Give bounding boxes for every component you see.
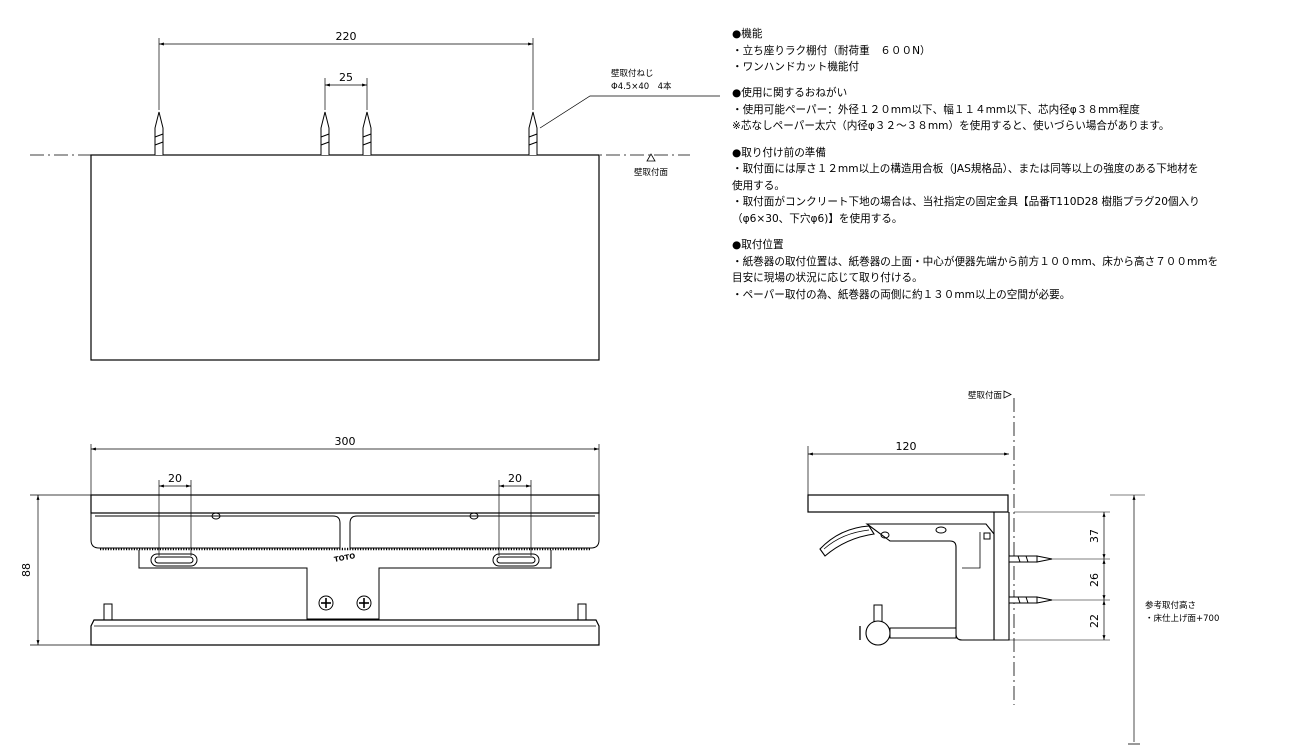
top-view-screw [528,111,538,155]
notes-line: ・使用可能ペーパー：外径１２０mm以下、幅１１４mm以下、芯内径φ３８mm程度 [732,103,1140,116]
wall-face-marker-side [1003,390,1012,399]
notes-heading: ●機能 [732,28,763,40]
side-body-hole [935,526,947,534]
notes-section: ●機能・立ち座りラク棚付（耐荷重 ６００N） ・ワンハンドカット機能付 [732,26,1292,76]
side-cutter-lever-inner [823,529,870,550]
side-body-inner [962,532,981,569]
top-view-screw [320,111,330,155]
notes-panel: ●機能・立ち座りラク棚付（耐荷重 ６００N） ・ワンハンドカット機能付 ●使用に関す… [732,26,1292,313]
side-wall-plate [993,512,1010,641]
notes-section: ●使用に関するおねがい・使用可能ペーパー：外径１２０mm以下、幅１１４mm以下、… [732,85,1292,135]
dim-25-label: 25 [339,71,353,84]
wall-face-label-side: 壁取付面 [968,390,1003,401]
side-cutter-lever [819,525,875,557]
front-shelf-hole [211,512,221,520]
notes-line: ・立ち座りラク棚付（耐荷重 ６００N） [732,44,931,57]
dim-120-label: 120 [896,440,917,453]
notes-line: ・取付面には厚さ１２mm以上の構造用合板（JAS規格品）、または同等以上の強度の… [732,163,1199,176]
front-cover-right [349,513,600,549]
front-logo: TOTO [333,552,356,564]
dim-220-label: 220 [336,30,357,43]
screw-leader [539,95,720,129]
wall-face-marker-top [646,153,656,162]
side-screw-lower [1008,596,1053,604]
side-body-hole [880,531,890,539]
dim-300-label: 300 [335,435,356,448]
notes-line: ※芯なしペーパー太穴（内径φ３２～３８mm）を使用すると、使いづらい場合がありま… [732,120,1170,133]
dim-20-right-label: 20 [508,472,522,485]
top-view-screw [154,111,164,155]
side-spindle-bar [889,627,957,639]
notes-heading: ●使用に関するおねがい [732,87,848,100]
top-view-screw [362,111,372,155]
dim-20-left-label: 20 [168,472,182,485]
screw-spec: Φ4.5×40 4本 [611,81,672,92]
notes-line: ・ペーパー取付の為、紙巻器の両側に約１３０mm以上の空間が必要。 [732,288,1071,301]
side-view [807,390,1145,745]
top-view-shelf-body [90,154,600,361]
notes-line: 使用する。 [732,179,785,192]
dim-22-label: 22 [1088,614,1101,628]
side-spindle-knob [865,620,891,646]
front-view [30,444,600,646]
notes-heading: ●取り付け前の準備 [732,146,826,159]
front-slot-right-inner [496,556,536,564]
front-slot-left-inner [154,556,194,564]
front-holder-arm-right [577,603,587,621]
notes-line: ・取付面がコンクリート下地の場合は、当社指定の固定金具【品番T110D28 樹脂… [732,196,1200,209]
ref-height-value: ・床仕上げ面+700 [1145,613,1219,624]
front-cover-left [90,513,341,549]
notes-heading: ●取付位置 [732,239,784,252]
front-screw-right [356,595,372,611]
notes-line: ・ワンハンドカット機能付 [732,61,860,74]
dim-37-label: 37 [1088,529,1101,543]
notes-section: ●取付位置・紙巻器の取付位置は、紙巻器の上面・中心が便器先端から前方１００mm、… [732,237,1292,303]
notes-line: （φ6×30、下穴φ6)】を使用する。 [732,212,903,225]
dim-26-label: 26 [1088,573,1101,587]
front-screw-left [318,595,334,611]
front-shelf-top [90,494,600,514]
front-bracket [138,550,552,620]
front-slot-left [150,553,198,567]
notes-section: ●取り付け前の準備・取付面には厚さ１２mm以上の構造用合板（JAS規格品）、また… [732,145,1292,228]
side-body-notch [983,532,991,540]
side-body [865,523,995,641]
dim-88-label: 88 [20,563,33,577]
front-shelf-hole [469,512,479,520]
ref-height-title: 参考取付高さ [1145,600,1196,611]
front-slot-right [492,553,540,567]
notes-line: 目安に現場の状況に応じて取り付ける。 [732,272,923,285]
top-view [30,38,720,361]
screw-title: 壁取付ねじ [611,68,654,79]
notes-line: ・紙巻器の取付位置は、紙巻器の上面・中心が便器先端から前方１００mm、床から高さ… [732,255,1219,268]
side-shelf [807,494,1009,513]
front-bottom-bar [90,619,600,646]
wall-face-label-top: 壁取付面 [634,167,669,178]
front-holder-arm-left [103,603,113,621]
side-screw-upper [1008,555,1053,563]
